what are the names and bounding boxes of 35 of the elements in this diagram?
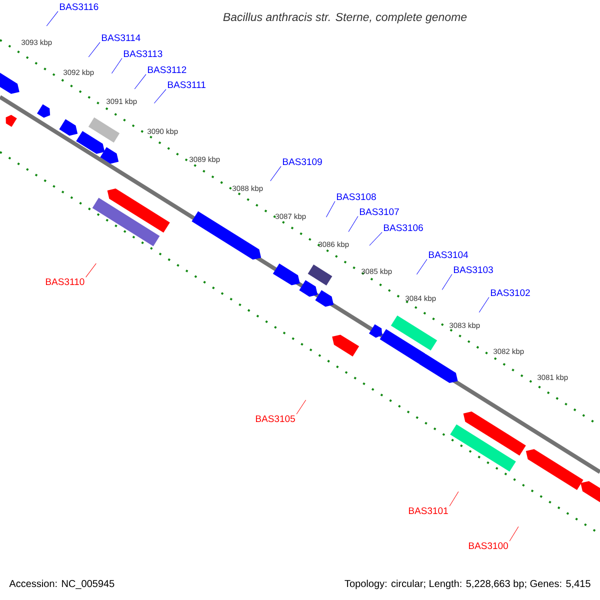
gene-label: BAS3104 <box>429 251 468 258</box>
leader-line <box>296 400 306 414</box>
leader-line <box>112 58 122 74</box>
gene-label: BAS3116 <box>60 3 98 10</box>
leader-line <box>326 201 336 218</box>
leader-line <box>88 42 100 58</box>
leader-line <box>478 297 490 313</box>
leader-line <box>348 216 358 232</box>
leader-line <box>416 259 428 275</box>
gene-label: BAS3102 <box>491 289 530 296</box>
gene-label: BAS3106 <box>384 224 423 232</box>
gene-label: BAS3101 <box>409 507 448 514</box>
footer-text: Accession: NC_005945 <box>9 580 114 589</box>
footer-text: Topology: circular; Length: 5,228,663 bp; Genes: 5,415 <box>344 580 590 590</box>
leader-line <box>134 74 146 90</box>
gene-label: BAS3100 <box>469 542 508 550</box>
leader-line <box>509 526 519 542</box>
gene-label: BAS3114 <box>102 34 140 42</box>
gene-label: BAS3110 <box>46 278 84 286</box>
gene-label: BAS3105 <box>256 415 295 422</box>
gene-label: BAS3109 <box>282 158 322 166</box>
gene-label: BAS3111 <box>168 81 206 88</box>
gene-label: BAS3112 <box>148 66 186 74</box>
leader-line <box>369 232 382 246</box>
title: Bacillus anthracis str. Sterne, complete genome <box>223 12 467 24</box>
leader-line <box>449 491 459 506</box>
gene-label: BAS3103 <box>454 266 493 274</box>
leader-line <box>86 263 96 278</box>
gene-label: BAS3107 <box>360 208 399 216</box>
gene-label: BAS3113 <box>124 50 162 58</box>
leader-line <box>270 166 282 182</box>
leader-line <box>442 274 452 290</box>
leader-line <box>46 11 58 26</box>
gene-label: BAS3108 <box>336 193 376 200</box>
leader-line <box>154 89 166 104</box>
